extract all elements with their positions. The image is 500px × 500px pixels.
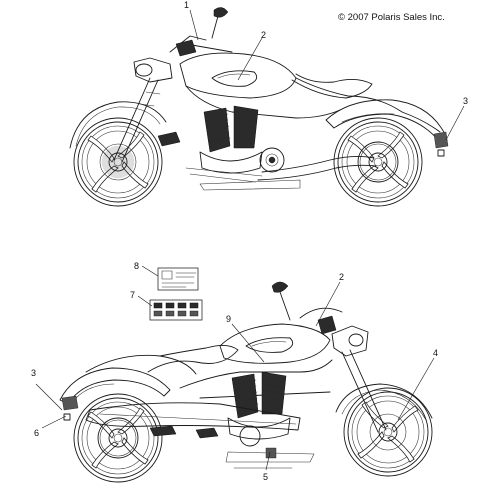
tank-decal-top bbox=[211, 70, 258, 87]
exhaust-bottom bbox=[85, 402, 301, 431]
taillight-bottom bbox=[61, 395, 79, 411]
fuel-tank-top bbox=[179, 52, 297, 99]
callout-4: 4 bbox=[433, 348, 438, 358]
mirror-top bbox=[213, 7, 229, 18]
front-fender-bottom bbox=[335, 383, 433, 419]
callout-7: 7 bbox=[130, 290, 135, 300]
seat-top bbox=[291, 73, 373, 99]
callout-3-bottom: 3 bbox=[31, 368, 36, 378]
callout-3-top: 3 bbox=[463, 96, 468, 106]
decal-8-label bbox=[157, 267, 199, 291]
front-fork-top bbox=[113, 77, 159, 163]
motorcycle-bottom bbox=[59, 281, 433, 483]
handlebar-bottom bbox=[299, 307, 343, 319]
seat-bottom bbox=[147, 345, 239, 373]
callout-6: 6 bbox=[34, 428, 39, 438]
callout-8: 8 bbox=[134, 261, 139, 271]
engine-top bbox=[199, 105, 263, 174]
front-fender-top bbox=[69, 101, 167, 149]
fuel-tank-bottom bbox=[219, 323, 331, 364]
decal-2-handlebar bbox=[317, 315, 337, 335]
motorcycle-top bbox=[69, 7, 449, 207]
copyright-text: © 2007 Polaris Sales Inc. bbox=[338, 12, 445, 23]
headlight-top bbox=[133, 57, 173, 83]
callout-2-top: 2 bbox=[261, 30, 266, 40]
headlight-bottom bbox=[331, 325, 369, 357]
front-fork-bottom bbox=[341, 349, 387, 433]
decal-1-handlebar bbox=[175, 39, 197, 57]
callout-9: 9 bbox=[226, 314, 231, 324]
rear-wheel-bottom bbox=[73, 393, 163, 483]
leader-lines bbox=[35, 9, 465, 471]
mirror-stem-bottom bbox=[279, 291, 291, 321]
mirror-bottom bbox=[271, 281, 289, 293]
tank-decal-bottom bbox=[245, 337, 294, 353]
front-wheel-top bbox=[73, 117, 163, 207]
engine-cover-top bbox=[259, 147, 285, 173]
callout-5: 5 bbox=[263, 472, 268, 482]
callout-2-bottom: 2 bbox=[339, 272, 344, 282]
callout-1: 1 bbox=[184, 0, 189, 10]
rear-fender-bottom bbox=[59, 367, 171, 405]
decal-7-label bbox=[149, 299, 203, 321]
mirror-stem-top bbox=[211, 15, 219, 39]
taillight-top bbox=[433, 131, 449, 149]
front-wheel-bottom bbox=[343, 387, 433, 477]
rear-wheel-top bbox=[333, 117, 423, 207]
